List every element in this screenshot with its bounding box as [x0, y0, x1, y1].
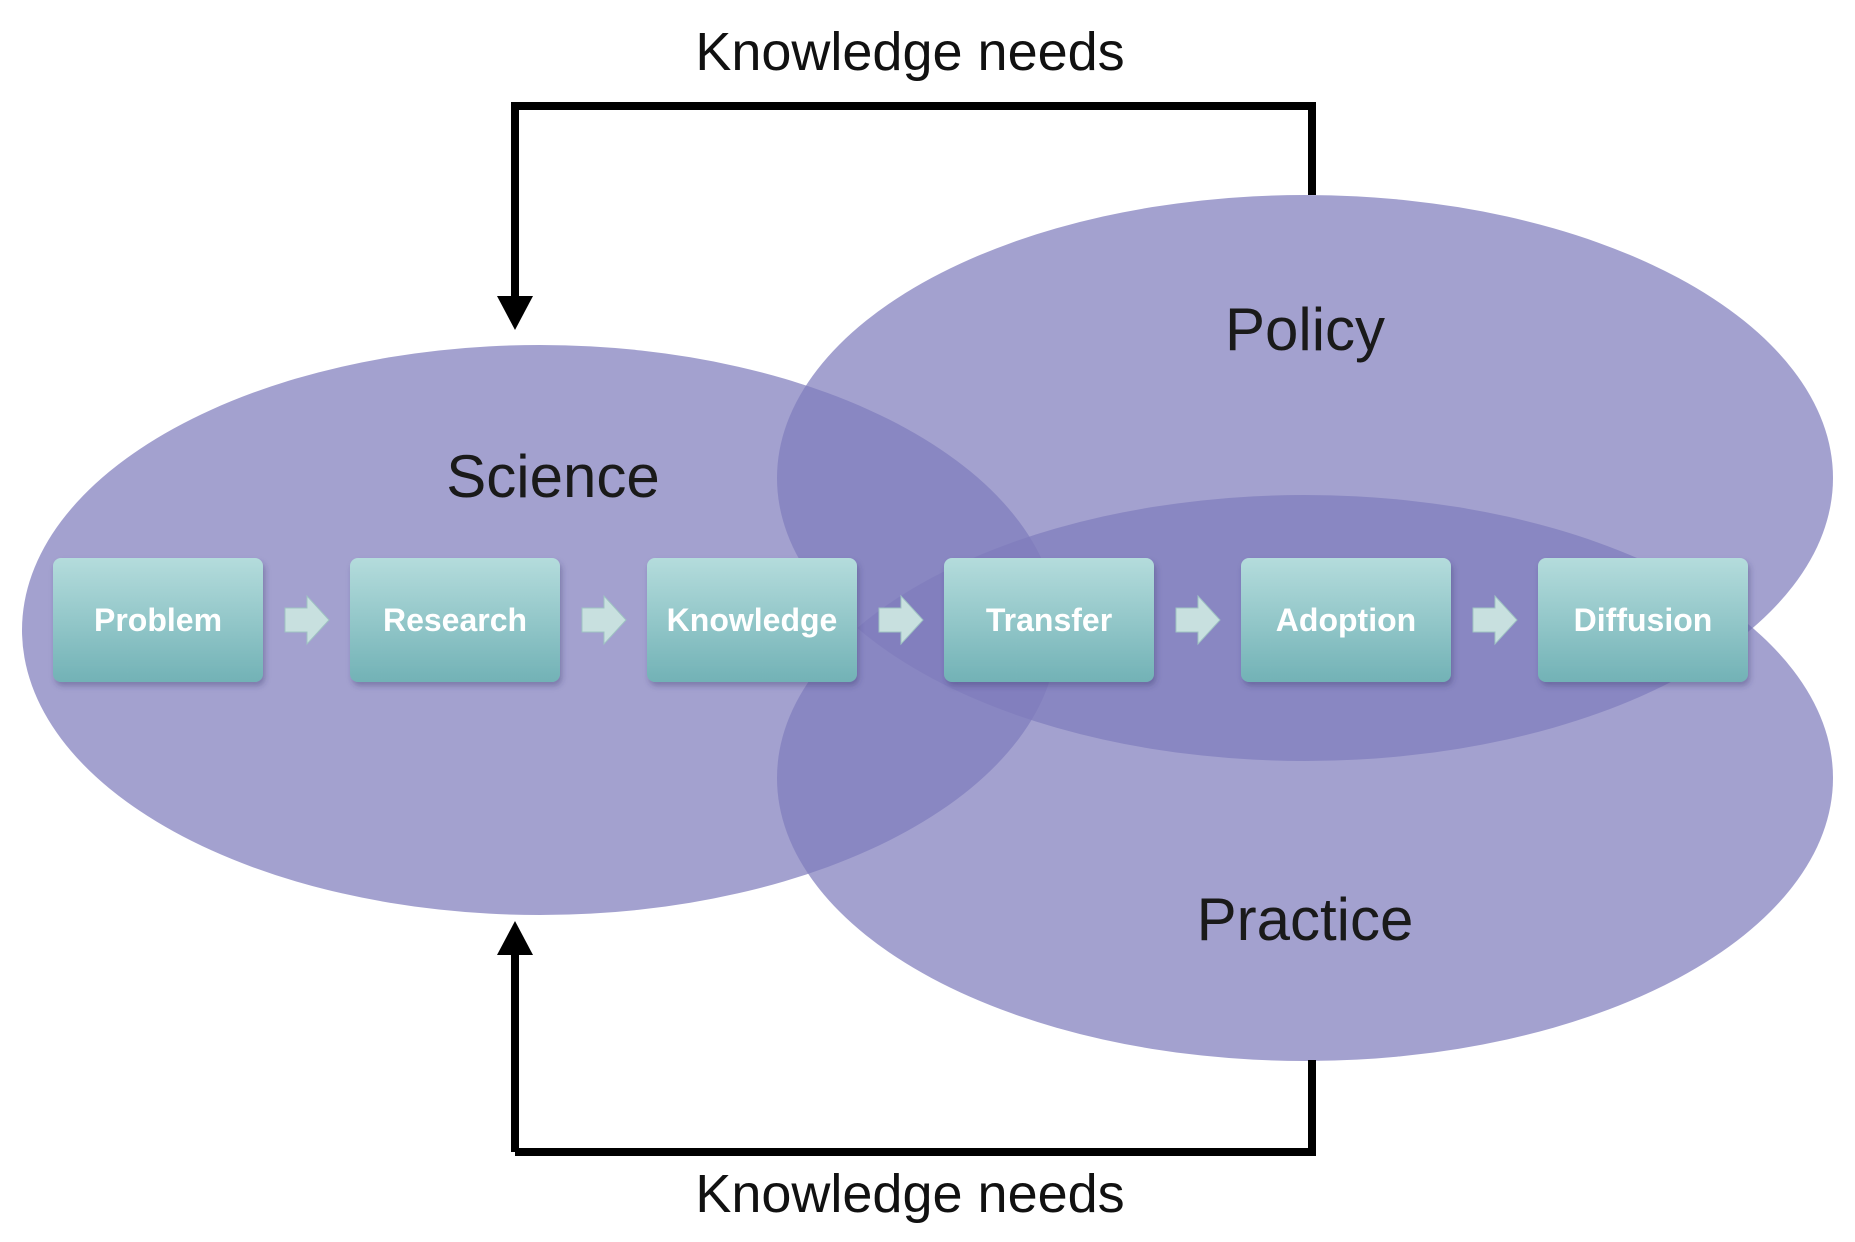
top-feedback-line	[511, 102, 1316, 300]
step-box-diffusion: Diffusion	[1538, 558, 1748, 682]
bottom-feedback-line	[515, 1060, 1316, 1156]
step-box-rect	[944, 558, 1154, 682]
step-arrow-icon	[581, 594, 627, 646]
step-box-research: Research	[350, 558, 560, 682]
step-label-knowledge: Knowledge	[667, 602, 838, 638]
step-box-transfer: Transfer	[944, 558, 1154, 682]
step-box-rect	[350, 558, 560, 682]
step-label-problem: Problem	[94, 602, 222, 638]
bottom-feedback-label: Knowledge needs	[695, 1164, 1124, 1224]
process-steps: Problem Research Knowledge Transfer Adoption…	[53, 558, 1748, 682]
policy-label: Policy	[1225, 296, 1385, 363]
step-arrow-icon	[284, 594, 330, 646]
step-box-rect	[647, 558, 857, 682]
step-arrow-icon	[1472, 594, 1518, 646]
step-arrow-icon	[1175, 594, 1221, 646]
practice-label: Practice	[1197, 886, 1414, 953]
bottom-feedback-arrowhead	[497, 921, 533, 955]
step-box-rect	[53, 558, 263, 682]
top-feedback-arrowhead	[497, 296, 533, 330]
step-box-problem: Problem	[53, 558, 263, 682]
step-label-diffusion: Diffusion	[1574, 602, 1713, 638]
top-feedback-loop: Knowledge needs	[497, 22, 1316, 330]
bottom-feedback-loop: Knowledge needs	[497, 921, 1316, 1224]
step-box-rect	[1538, 558, 1748, 682]
step-label-adoption: Adoption	[1276, 602, 1416, 638]
step-label-research: Research	[383, 602, 527, 638]
step-box-rect	[1241, 558, 1451, 682]
step-box-knowledge: Knowledge	[647, 558, 857, 682]
step-box-adoption: Adoption	[1241, 558, 1451, 682]
top-feedback-label: Knowledge needs	[695, 22, 1124, 82]
science-label: Science	[446, 443, 659, 510]
step-arrow-icon	[878, 594, 924, 646]
step-label-transfer: Transfer	[986, 602, 1112, 638]
